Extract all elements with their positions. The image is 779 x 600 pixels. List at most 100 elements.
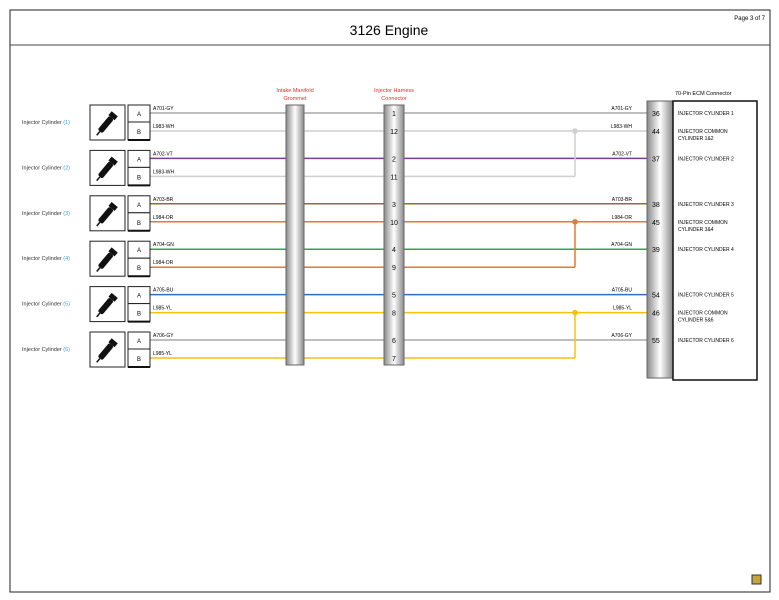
wire-label: A705-BU bbox=[153, 288, 174, 294]
wire-label-ecm: A703-BR bbox=[612, 197, 633, 203]
grommet-label: Intake Manifold bbox=[276, 88, 313, 94]
injector-label: Injector Cylinder (3) bbox=[22, 211, 70, 217]
ecm-pin-description: INJECTOR CYLINDER 1 bbox=[678, 111, 734, 117]
cylinder-number: (4) bbox=[63, 256, 70, 262]
pin-b-label: B bbox=[137, 312, 141, 318]
harness-pin-number: 3 bbox=[392, 202, 396, 209]
harness-connector-label: Injector Harness bbox=[374, 88, 414, 94]
injector-tip bbox=[96, 357, 101, 363]
injector-cap bbox=[108, 156, 118, 166]
injector-harness-connector bbox=[383, 104, 405, 366]
page-border bbox=[9, 9, 771, 593]
pin-a-label: A bbox=[137, 294, 141, 300]
splice-dot bbox=[572, 219, 578, 225]
wire-label-ecm: A705-BU bbox=[612, 288, 633, 294]
harness-pin-number: 10 bbox=[390, 220, 398, 227]
pin-a-label: A bbox=[137, 112, 141, 118]
wire-label: L984-OR bbox=[153, 260, 174, 266]
grommet-label: Grommet bbox=[284, 96, 307, 102]
harness-pin-number: 11 bbox=[390, 174, 397, 181]
injector-body bbox=[98, 252, 113, 269]
pin-b-label: B bbox=[137, 357, 141, 363]
wire-label-ecm: L985-YL bbox=[613, 306, 632, 312]
harness-pin-number: 12 bbox=[390, 129, 398, 136]
injector-icon bbox=[96, 247, 118, 272]
injector-row: Injector Cylinder (4) A B bbox=[22, 240, 151, 278]
injector-cap bbox=[108, 202, 118, 212]
injector-icon bbox=[96, 111, 118, 136]
wire-label-ecm: L983-WH bbox=[611, 124, 633, 130]
wire-label-ecm: A704-GN bbox=[611, 242, 632, 248]
injector-body bbox=[98, 161, 113, 178]
wire-label: L985-YL bbox=[153, 351, 172, 357]
injector-row: Injector Cylinder (2) A B bbox=[22, 149, 151, 187]
ecm-pin-number: 39 bbox=[652, 247, 660, 254]
ecm-pin-description: INJECTOR CYLINDER 4 bbox=[678, 247, 734, 253]
wire-label: A701-GY bbox=[153, 106, 174, 112]
ecm-pin-number: 37 bbox=[652, 156, 660, 163]
pin-a-label: A bbox=[137, 157, 141, 163]
injector-label: Injector Cylinder (2) bbox=[22, 165, 70, 171]
pin-b-label: B bbox=[137, 175, 141, 181]
ecm-pin-description: INJECTOR CYLINDER 2 bbox=[678, 156, 734, 162]
ecm-pin-number: 38 bbox=[652, 202, 660, 209]
injector-icon bbox=[96, 338, 118, 363]
splice-dot bbox=[572, 309, 578, 316]
harness-pin-number: 4 bbox=[392, 247, 396, 254]
ecm-pin-description: INJECTOR CYLINDER 5 bbox=[678, 293, 734, 299]
ecm-pin-description: INJECTOR CYLINDER 3 bbox=[678, 202, 734, 208]
wire-label: A702-VT bbox=[153, 151, 173, 157]
pin-b-label: B bbox=[137, 266, 141, 272]
cylinder-number: (3) bbox=[63, 211, 70, 217]
harness-pin-number: 7 bbox=[392, 356, 396, 363]
injector-tip bbox=[96, 221, 101, 227]
injector-row: Injector Cylinder (1) A B bbox=[22, 104, 151, 141]
ecm-connector-pins bbox=[646, 100, 674, 379]
wire-label: L984-OR bbox=[153, 215, 174, 221]
ecm-pin-description: INJECTOR CYLINDER 6 bbox=[678, 338, 734, 344]
cylinder-number: (1) bbox=[63, 120, 70, 126]
ecm-pin-number: 54 bbox=[652, 293, 660, 300]
injector-body bbox=[98, 207, 113, 224]
page-number: Page 3 of 7 bbox=[734, 16, 765, 22]
harness-pin-number: 9 bbox=[392, 265, 396, 272]
injector-cap bbox=[108, 111, 118, 121]
ecm-pin-description: CYLINDER 1&2 bbox=[678, 136, 714, 142]
wire-label-ecm: A702-VT bbox=[612, 151, 632, 157]
harness-pin-number: 8 bbox=[392, 311, 396, 318]
pin-a-label: A bbox=[137, 248, 141, 254]
injector-icon bbox=[96, 292, 118, 318]
harness-connector-label: Connector bbox=[381, 96, 407, 102]
wire-label: A703-BR bbox=[153, 197, 174, 203]
cylinder-number: (5) bbox=[63, 302, 70, 308]
ecm-pin-number: 36 bbox=[652, 111, 660, 118]
page-title: 3126 Engine bbox=[350, 22, 429, 38]
ecm-pin-description: INJECTOR COMMON bbox=[678, 311, 728, 317]
injector-label: Injector Cylinder (5) bbox=[22, 302, 70, 308]
ecm-connector-box bbox=[672, 100, 758, 381]
ecm-connector-label: 70-Pin ECM Connector bbox=[675, 91, 732, 97]
injector-label: Injector Cylinder (1) bbox=[22, 120, 70, 126]
pin-b-label: B bbox=[137, 130, 141, 136]
harness-pin-number: 1 bbox=[392, 111, 396, 118]
injector-tip bbox=[96, 267, 101, 272]
injector-row: Injector Cylinder (5) A B bbox=[22, 286, 151, 323]
injector-label: Injector Cylinder (4) bbox=[22, 256, 70, 262]
ecm-pin-description: CYLINDER 5&6 bbox=[678, 318, 714, 324]
wire-label: A706-GY bbox=[153, 333, 174, 339]
pin-a-label: A bbox=[137, 203, 141, 209]
injector-icon bbox=[96, 202, 118, 227]
wire-label: L985-YL bbox=[153, 306, 172, 312]
injector-tip bbox=[96, 312, 101, 318]
wire-label-ecm: A701-GY bbox=[611, 106, 632, 112]
injector-tip bbox=[96, 130, 101, 136]
wire-label-ecm: L984-OR bbox=[612, 215, 633, 221]
ecm-pin-number: 44 bbox=[652, 129, 660, 136]
injector-body bbox=[98, 298, 113, 315]
cylinder-number: (2) bbox=[63, 165, 70, 171]
ecm-pin-description: INJECTOR COMMON bbox=[678, 129, 728, 135]
ecm-pin-number: 45 bbox=[652, 220, 660, 227]
ecm-pin-number: 46 bbox=[652, 311, 660, 318]
